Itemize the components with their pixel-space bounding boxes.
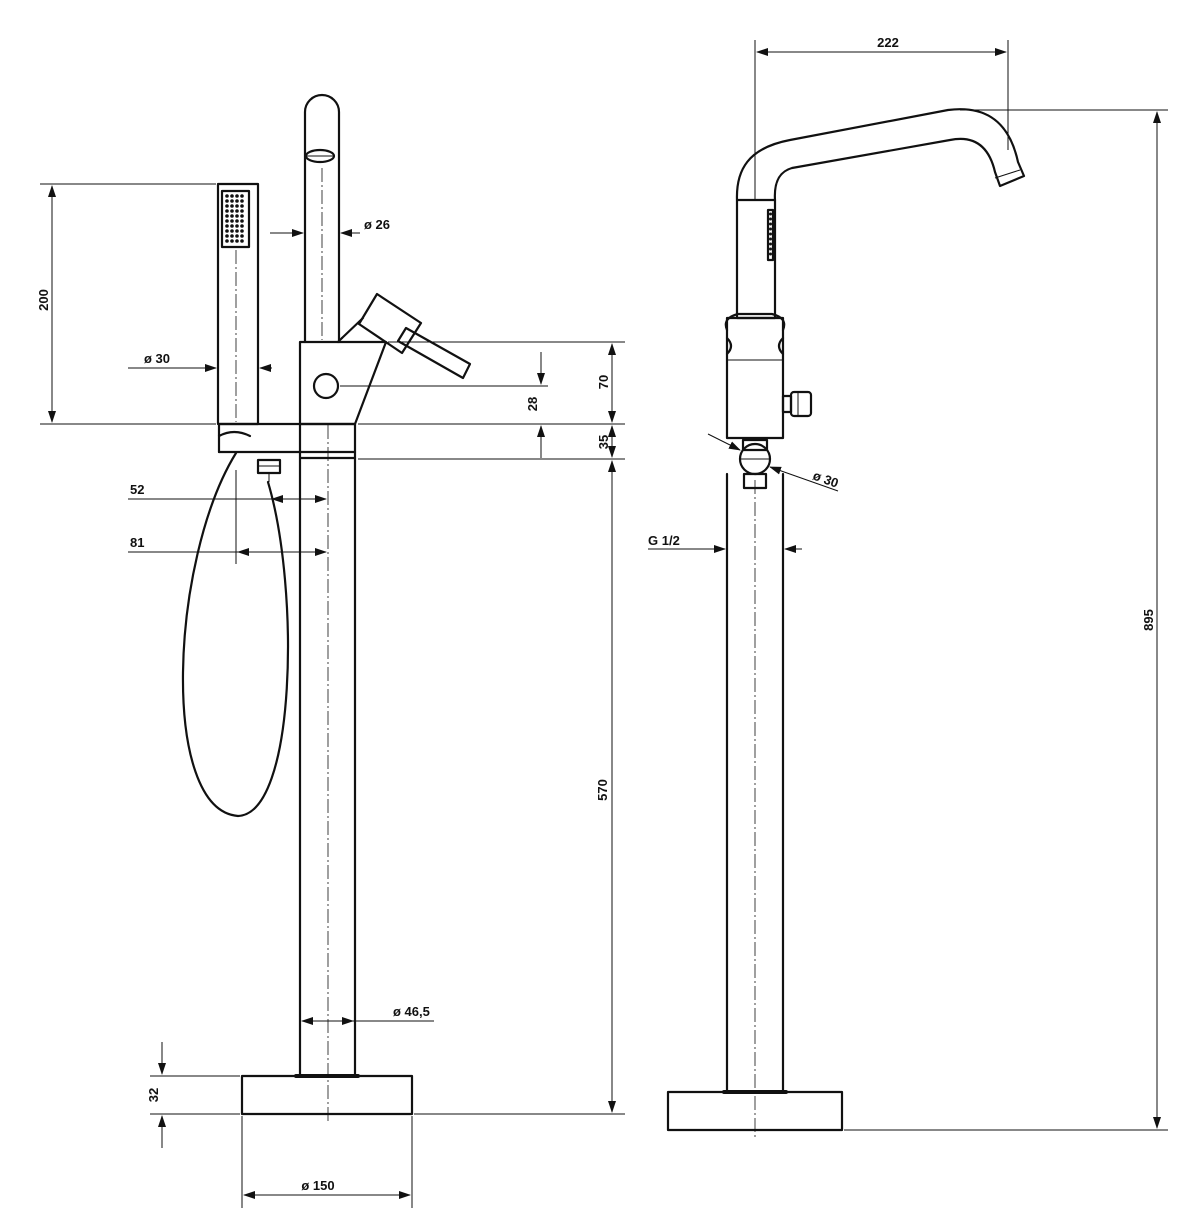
front-dimension-arrows [48,185,616,1199]
dim-base-diameter: ø 150 [301,1178,334,1193]
dim-total-height: 895 [1141,609,1156,631]
side-view: 222 895 G 1/2 ø 30 [648,35,1168,1140]
front-spout [303,93,341,344]
dim-spout-diameter: ø 26 [364,217,390,232]
front-view: 200 ø 26 ø 30 70 28 35 52 81 570 ø 46,5 … [36,93,625,1208]
dim-column-height: 570 [595,779,610,801]
front-connector [217,422,357,460]
side-ball-joint [738,438,772,476]
side-diverter-knob [781,390,813,418]
side-column [725,472,785,1140]
side-extension-lines [726,40,1168,1131]
front-hose-nut [256,458,282,482]
side-mixer-body [724,312,786,440]
dim-handshower-height: 200 [36,289,51,311]
front-base [240,1074,414,1116]
dim-connection-diameter: ø 30 [811,468,841,491]
dim-body-height: 70 [596,375,611,389]
dim-connector-height: 35 [596,435,611,449]
dim-base-height: 32 [146,1088,161,1102]
dim-outlet-height: 28 [525,397,540,411]
front-mixer-lever [336,292,472,380]
side-dimension-arrows [648,48,1161,1129]
front-shower-hose [181,451,290,818]
dim-offset-near: 52 [130,482,144,497]
dim-offset-far: 81 [130,535,144,550]
dim-thread: G 1/2 [648,533,680,548]
side-spout [735,108,1026,320]
side-shower-holes [769,212,772,256]
dim-handshower-diameter: ø 30 [144,351,170,366]
front-column [298,422,357,1122]
shower-head-holes [225,194,244,243]
front-hand-shower [216,182,260,426]
front-mixer-body [298,340,388,426]
dim-column-diameter: ø 46,5 [393,1004,430,1019]
dim-spout-reach: 222 [877,35,899,50]
front-extension-lines [40,183,625,1208]
